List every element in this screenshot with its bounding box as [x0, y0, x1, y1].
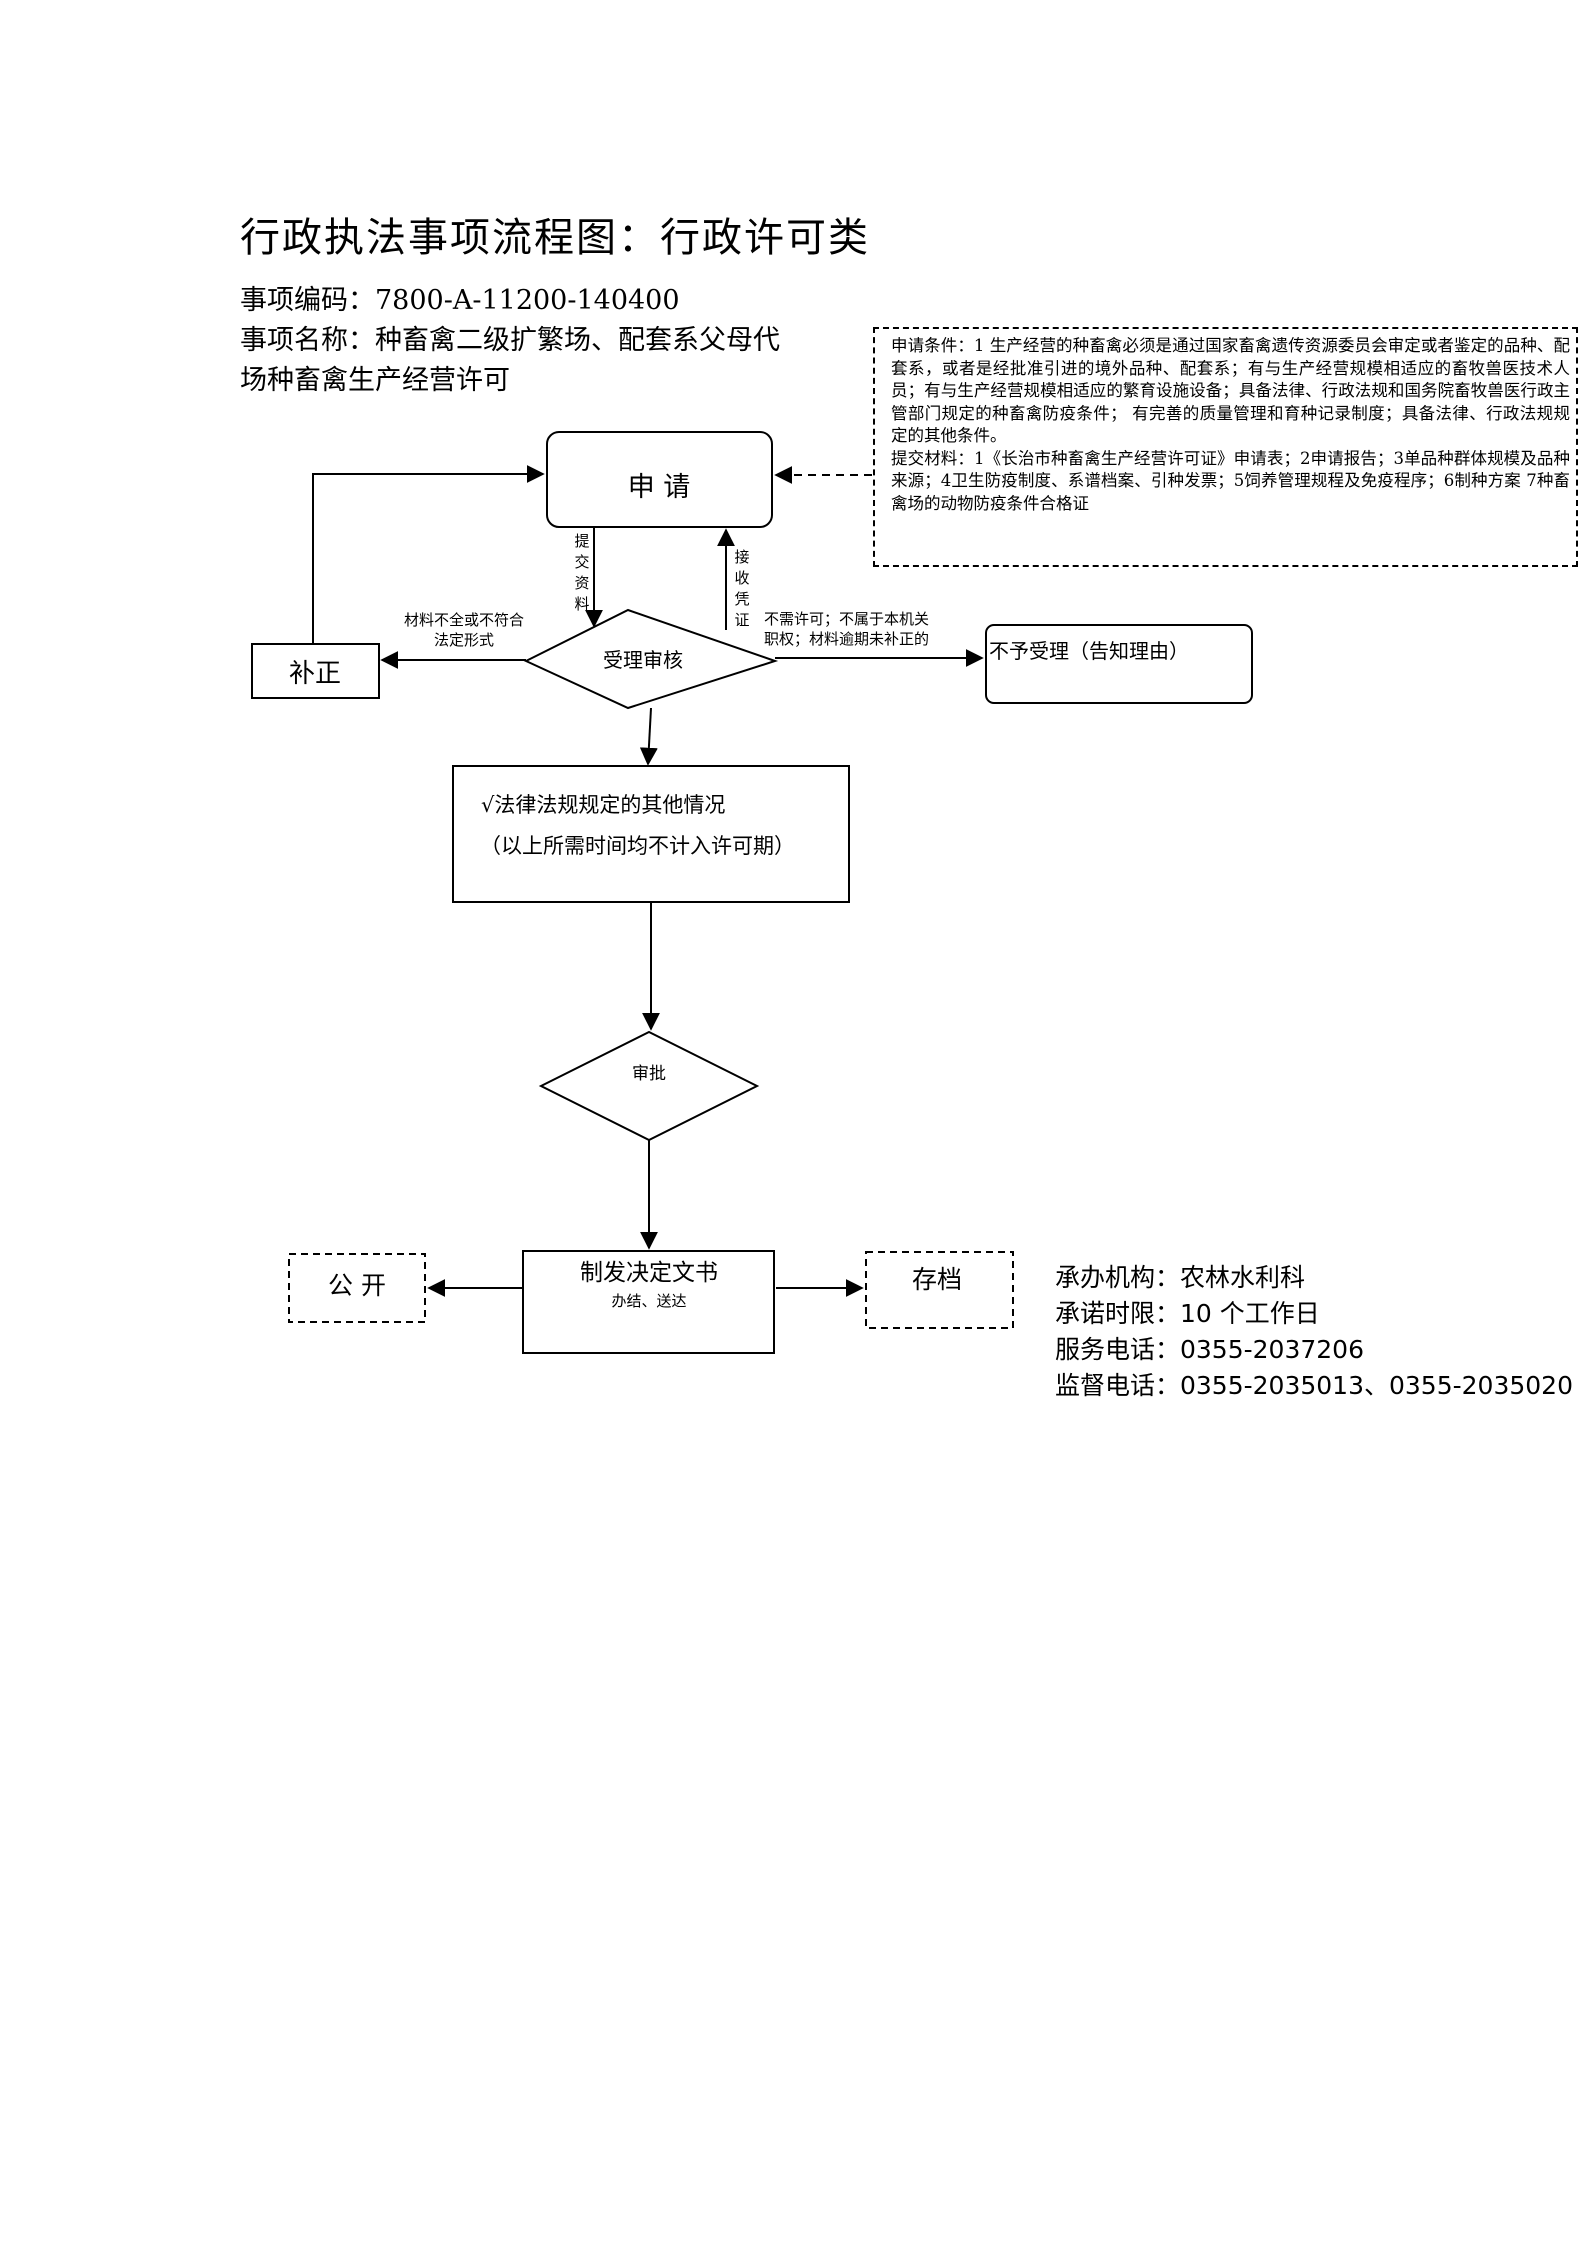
review-label: 受理审核: [603, 648, 683, 672]
apply-node: [546, 431, 773, 528]
footer-agency: 承办机构：农林水利科: [1055, 1263, 1306, 1292]
issue-document-label: 制发决定文书: [580, 1260, 718, 1286]
item-code: 事项编码：7800-A-11200-140400: [240, 278, 680, 317]
correction-label: 补正: [289, 659, 341, 689]
publish-label: 公 开: [328, 1271, 386, 1300]
footer-service-phone: 服务电话：0355-2037206: [1055, 1335, 1364, 1364]
item-code-value: 7800-A-11200-140400: [375, 285, 680, 316]
receive-receipt-char-2: 收: [734, 569, 749, 587]
reject-label: 不予受理（告知理由）: [989, 639, 1189, 663]
item-name: 事项名称：种畜禽二级扩繁场、配套系父母代: [240, 318, 780, 357]
item-name-line1: 种畜禽二级扩繁场、配套系父母代: [375, 325, 780, 356]
archive-label: 存档: [912, 1265, 962, 1294]
item-name-label: 事项名称：: [240, 325, 375, 356]
footer-supervise-phone: 监督电话：0355-2035013、0355-2035020: [1055, 1371, 1573, 1400]
other-situation-line2: （以上所需时间均不计入许可期）: [480, 834, 795, 858]
item-name-line2: 场种畜禽生产经营许可: [240, 365, 510, 396]
correction-node: [251, 643, 380, 699]
no-permit-label-line1: 不需许可；不属于本机关: [764, 610, 929, 628]
approve-label: 审批: [632, 1064, 666, 1084]
issue-document-sub: 办结、送达: [611, 1292, 686, 1310]
receive-receipt-char-1: 接: [734, 548, 749, 566]
incomplete-label-line1: 材料不全或不符合: [404, 611, 524, 629]
approve-node: [538, 1030, 760, 1142]
apply-label: 申 请: [628, 472, 691, 503]
footer-time-limit: 承诺时限：10 个工作日: [1055, 1299, 1320, 1328]
other-situation-line1: √法律法规规定的其他情况: [481, 793, 725, 817]
no-permit-label-line2: 职权；材料逾期未补正的: [764, 630, 929, 648]
issue-document-node: [522, 1250, 775, 1354]
item-code-label: 事项编码：: [240, 285, 375, 316]
submit-materials-char-3: 资: [574, 574, 589, 592]
receive-receipt-char-4: 证: [734, 611, 749, 629]
submit-materials-char-2: 交: [574, 553, 589, 571]
submission-materials: 提交材料：1《长治市种畜禽生产经营许可证》申请表；2申请报告；3单品种群体规模及…: [891, 448, 1570, 513]
page-title: 行政执法事项流程图：行政许可类: [240, 215, 870, 261]
receive-receipt-char-3: 凭: [734, 590, 749, 608]
incomplete-label-line2: 法定形式: [434, 631, 494, 649]
arrow-review-to-other: [639, 707, 658, 766]
arrow-correction-to-apply: [312, 465, 545, 644]
application-notes-box: 申请条件：1 生产经营的种畜禽必须是通过国家畜禽遗传资源委员会审定或者鉴定的品种…: [873, 327, 1578, 567]
reject-node: [985, 624, 1253, 704]
publish-node: [288, 1253, 426, 1323]
application-conditions: 申请条件：1 生产经营的种畜禽必须是通过国家畜禽遗传资源委员会审定或者鉴定的品种…: [891, 336, 1570, 445]
archive-node: [865, 1251, 1014, 1329]
submit-materials-char-4: 料: [574, 595, 589, 613]
submit-materials-char-1: 提: [574, 532, 589, 550]
